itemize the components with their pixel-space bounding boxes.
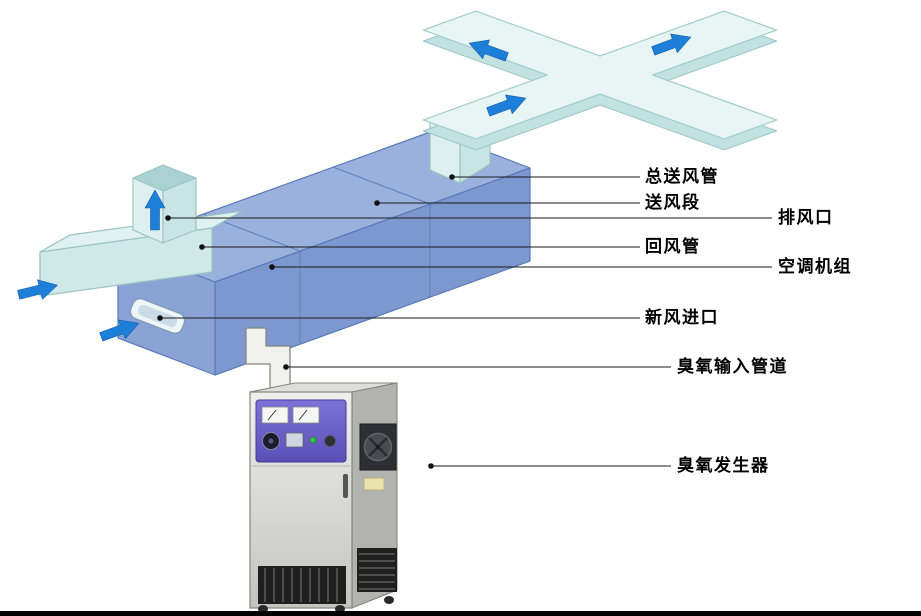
label-air-handling-unit: 空调机组 [778, 257, 852, 276]
airflow-arrow-icon [651, 33, 692, 56]
leader-dot [449, 174, 455, 180]
exhaust-duct-right-face [162, 177, 197, 244]
main-supply-cross-duct [422, 10, 778, 151]
airflow-arrow-icon [468, 39, 509, 62]
fresh-air-inlet-opening [129, 297, 186, 335]
caster-wheel [384, 596, 394, 604]
control-panel [255, 399, 347, 463]
label-ozone-input-pipe: 臭氧输入管道 [677, 357, 788, 376]
leader-lines [160, 176, 772, 467]
airflow-arrows [17, 33, 692, 342]
label-exhaust-air-outlet: 排风口 [778, 208, 834, 227]
leader-dot [165, 215, 171, 221]
leader-dot [199, 244, 205, 250]
rating-label-sticker [363, 477, 385, 491]
meter-gauge [261, 406, 289, 424]
display-window [285, 432, 304, 448]
ozone-generator-unit [249, 382, 398, 611]
label-return-air-duct: 回风管 [645, 237, 701, 256]
airflow-arrow-icon [99, 319, 140, 342]
airflow-arrow-icon [486, 94, 527, 117]
exhaust-outlet-duct [132, 164, 197, 244]
label-fresh-air-inlet: 新风进口 [645, 308, 719, 327]
ahu-section-line [332, 166, 431, 205]
caster-wheel [335, 605, 345, 611]
door-handle [343, 474, 348, 498]
caster-wheel [258, 605, 268, 611]
airflow-arrow-icon [17, 279, 58, 300]
airflow-arrow-icon [144, 189, 166, 231]
leader-dot [269, 264, 275, 270]
label-supply-air-section: 送风段 [645, 193, 701, 212]
side-fan-unit [359, 423, 397, 471]
control-knob [324, 435, 336, 447]
leader-dots [157, 174, 455, 469]
leader-dot [283, 364, 289, 370]
meter-gauge [292, 406, 320, 424]
label-main-supply-duct: 总送风管 [645, 167, 719, 186]
front-vent-grille [258, 566, 346, 604]
leader-dot [374, 200, 380, 206]
side-vent-grille [357, 548, 397, 592]
leader-dot [428, 463, 434, 469]
leader-dot [157, 315, 163, 321]
label-ozone-generator: 臭氧发生器 [677, 456, 770, 475]
power-indicator-led [309, 436, 317, 444]
cross-duct-top [422, 10, 778, 140]
